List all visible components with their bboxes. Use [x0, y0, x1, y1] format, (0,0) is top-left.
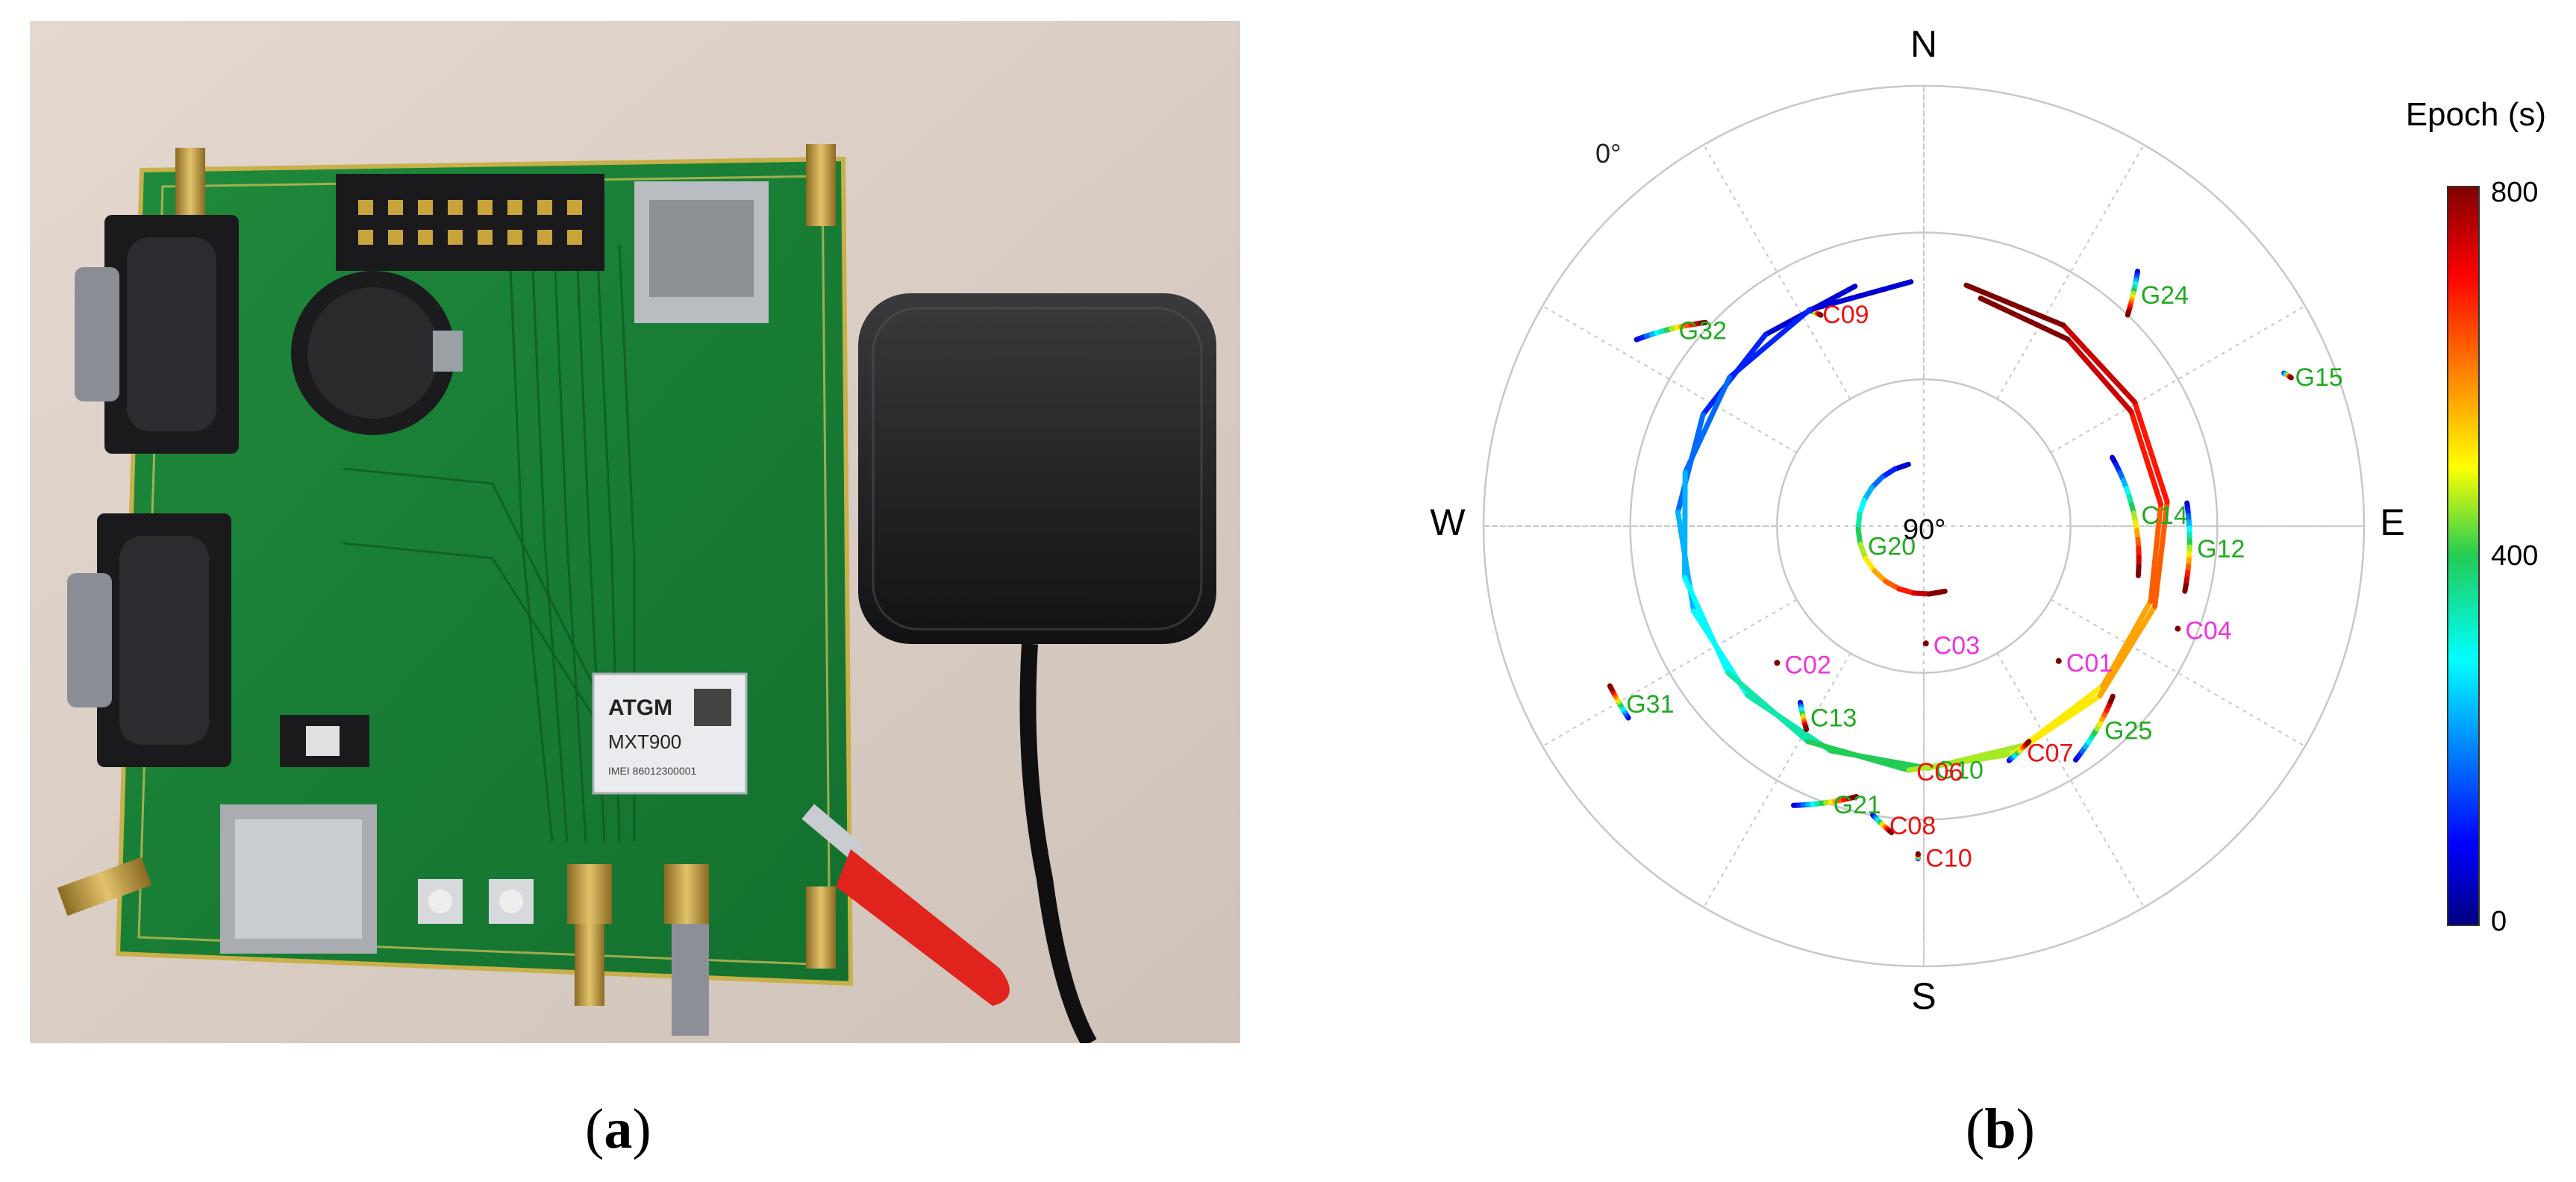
- satellite-label-c03: C03: [1933, 631, 1980, 660]
- elevation-label-90: 90°: [1903, 514, 1945, 545]
- satellite-track-g24: [2125, 269, 2141, 318]
- board-photo-drawing: ATGM MXT900 IMEI 86012300001: [30, 21, 1240, 1043]
- serial-connector-bottom: [67, 513, 231, 767]
- compass-north-label: N: [1910, 23, 1937, 65]
- satellite-tracks: [1607, 269, 2294, 862]
- standoff-top-left: [175, 148, 205, 215]
- module-imei: IMEI 86012300001: [608, 765, 697, 777]
- pin-header: [336, 174, 604, 271]
- satellite-label-g32: G32: [1679, 317, 1727, 345]
- polar-grid: [1482, 84, 2366, 968]
- elevation-label-0: 0°: [1595, 138, 1621, 169]
- satellite-label-c10: C10: [1925, 844, 1972, 872]
- satellite-label-c14: C14: [2141, 501, 2187, 530]
- satellite-track-g21: [1790, 794, 1860, 808]
- satellite-label-c04: C04: [2185, 617, 2231, 645]
- satellite-track-g15: [2281, 370, 2294, 381]
- satellite-label-g21: G21: [1833, 791, 1881, 819]
- sma-connector-right: [664, 864, 709, 1036]
- satellite-label-g15: G15: [2295, 363, 2343, 392]
- satellite-track-c02: [1774, 660, 1781, 666]
- standoff-bottom-right: [806, 886, 836, 969]
- colorbar-min-label: 0: [2491, 906, 2507, 937]
- colorbar-max-label: 800: [2491, 177, 2538, 208]
- satellite-track-c03: [1922, 640, 1929, 647]
- satellite-label-c02: C02: [1784, 651, 1831, 679]
- satellite-track-c13: [1798, 699, 1810, 733]
- satellite-track-c08: [1870, 812, 1895, 836]
- compass-south-label: S: [1911, 975, 1936, 1017]
- satellite-track-g25: [2073, 693, 2116, 763]
- satellite-track-g31: [1607, 683, 1631, 721]
- satellite-track-c04: [2175, 625, 2181, 632]
- satellite-track-g20: [1855, 461, 1948, 597]
- satellite-label-g10: G10: [1936, 756, 1983, 784]
- satellite-label-c07: C07: [2027, 739, 2073, 768]
- gnss-module: ATGM MXT900 IMEI 86012300001: [592, 672, 748, 795]
- module-brand: ATGM: [608, 695, 672, 720]
- satellite-track-c14: [2110, 454, 2142, 578]
- panel-label-b: (b): [1966, 1098, 2035, 1160]
- satellite-label-c01: C01: [2066, 649, 2113, 678]
- module-model: MXT900: [608, 731, 681, 753]
- panel-label-a: (a): [585, 1098, 651, 1160]
- satellite-label-g24: G24: [2141, 281, 2189, 310]
- sma-connector-left: [567, 864, 612, 1006]
- standoff-top-right: [806, 144, 836, 226]
- satellite-track-g32: [1634, 319, 1709, 343]
- standoff-bottom-left: [57, 857, 152, 916]
- colorbar: [2447, 186, 2480, 926]
- red-alligator-clip: [801, 804, 1010, 1006]
- satellite-label-g25: G25: [2104, 717, 2152, 745]
- satellite-track-c06: [1682, 279, 2170, 773]
- satellite-label-c06: C06: [1916, 758, 1963, 787]
- satellite-label-c09: C09: [1822, 301, 1869, 329]
- gnss-antenna: [858, 293, 1216, 1043]
- compass-west-label: W: [1430, 501, 1466, 543]
- satellite-track-c07: [2006, 739, 2032, 763]
- serial-connector-top: [75, 215, 239, 454]
- satellite-label-c08: C08: [1889, 812, 1936, 840]
- colorbar-mid-label: 400: [2491, 540, 2538, 572]
- satellite-label-c13: C13: [1810, 704, 1857, 732]
- satellite-track-c01: [2055, 657, 2062, 664]
- satellite-label-g12: G12: [2197, 535, 2245, 563]
- colorbar-title: Epoch (s): [2406, 96, 2546, 133]
- board-photo: ATGM MXT900 IMEI 86012300001: [30, 21, 1240, 1043]
- satellite-label-g31: G31: [1626, 690, 1674, 719]
- satellite-track-g12: [2182, 500, 2192, 594]
- compass-east-label: E: [2380, 501, 2404, 543]
- satellite-label-g20: G20: [1868, 532, 1916, 560]
